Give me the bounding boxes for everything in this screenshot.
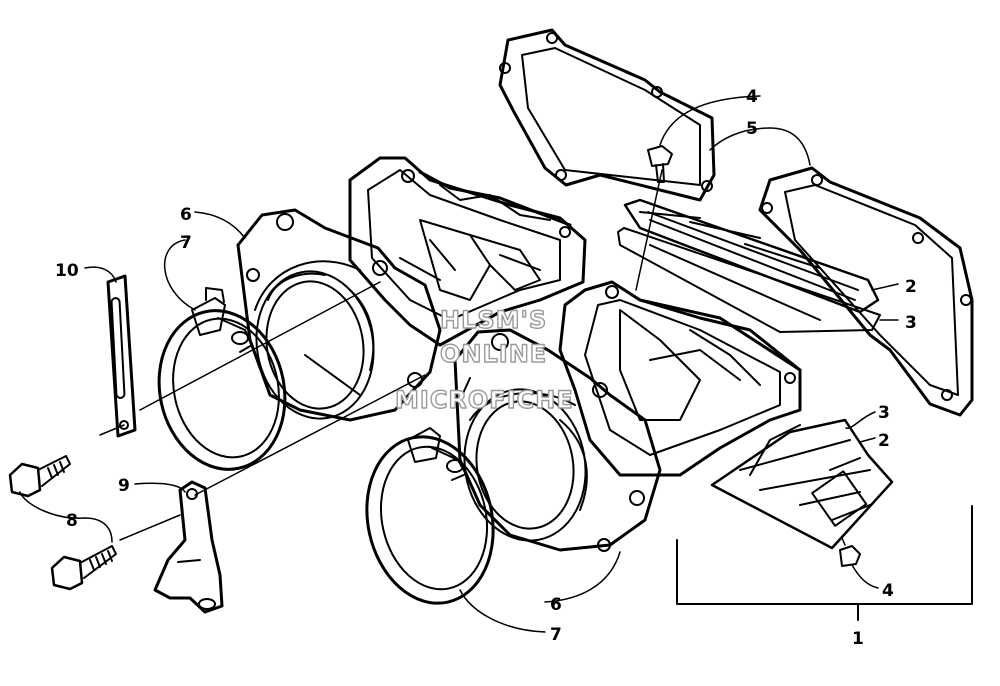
callout-2-upper: 2 (905, 277, 917, 297)
callout-7-lower: 7 (550, 625, 562, 645)
callout-10: 10 (55, 261, 79, 281)
gasket-right (758, 166, 974, 417)
intake-boot-lower (463, 388, 588, 542)
clamp-upper (157, 287, 287, 471)
callout-7-upper: 7 (180, 233, 192, 253)
assembly-bracket (676, 505, 973, 621)
bolt-upper (8, 455, 71, 498)
clamp-lower (365, 427, 495, 605)
reed-housing-lower (558, 280, 802, 477)
bolt-lower (50, 545, 117, 591)
reed-housing-upper (348, 156, 587, 347)
screw-lower (839, 545, 861, 567)
gasket-upper (498, 28, 716, 202)
callout-1: 1 (852, 629, 864, 649)
callout-6-upper: 6 (180, 205, 192, 225)
watermark-line-3: MICROFICHE (395, 386, 574, 414)
callout-6-lower: 6 (550, 595, 562, 615)
callout-5: 5 (746, 119, 758, 139)
callout-3-lower: 3 (878, 403, 890, 423)
leader-lines (19, 95, 899, 633)
callout-8: 8 (66, 511, 78, 531)
watermark: HLSM'S ONLINE MICROFICHE (394, 305, 574, 414)
mounting-bracket (153, 480, 224, 614)
intake-flange-lower (453, 328, 662, 552)
callout-3-upper: 3 (905, 313, 917, 333)
callout-labels: 10 6 7 9 8 4 5 2 3 3 2 4 6 7 1 (55, 87, 917, 649)
callout-4-lower: 4 (882, 581, 894, 601)
watermark-line-2: ONLINE (440, 340, 547, 368)
screw-upper (647, 145, 673, 183)
retainer-plate (106, 274, 137, 438)
reed-valve-lower (710, 418, 894, 550)
reed-valve-upper (617, 198, 881, 333)
callout-2-lower: 2 (878, 431, 890, 451)
callout-9: 9 (118, 476, 130, 496)
watermark-line-1: HLSM'S (440, 306, 547, 334)
intake-boot-upper (254, 260, 375, 420)
alignment-lines (99, 169, 846, 546)
callout-4-upper: 4 (746, 87, 758, 107)
